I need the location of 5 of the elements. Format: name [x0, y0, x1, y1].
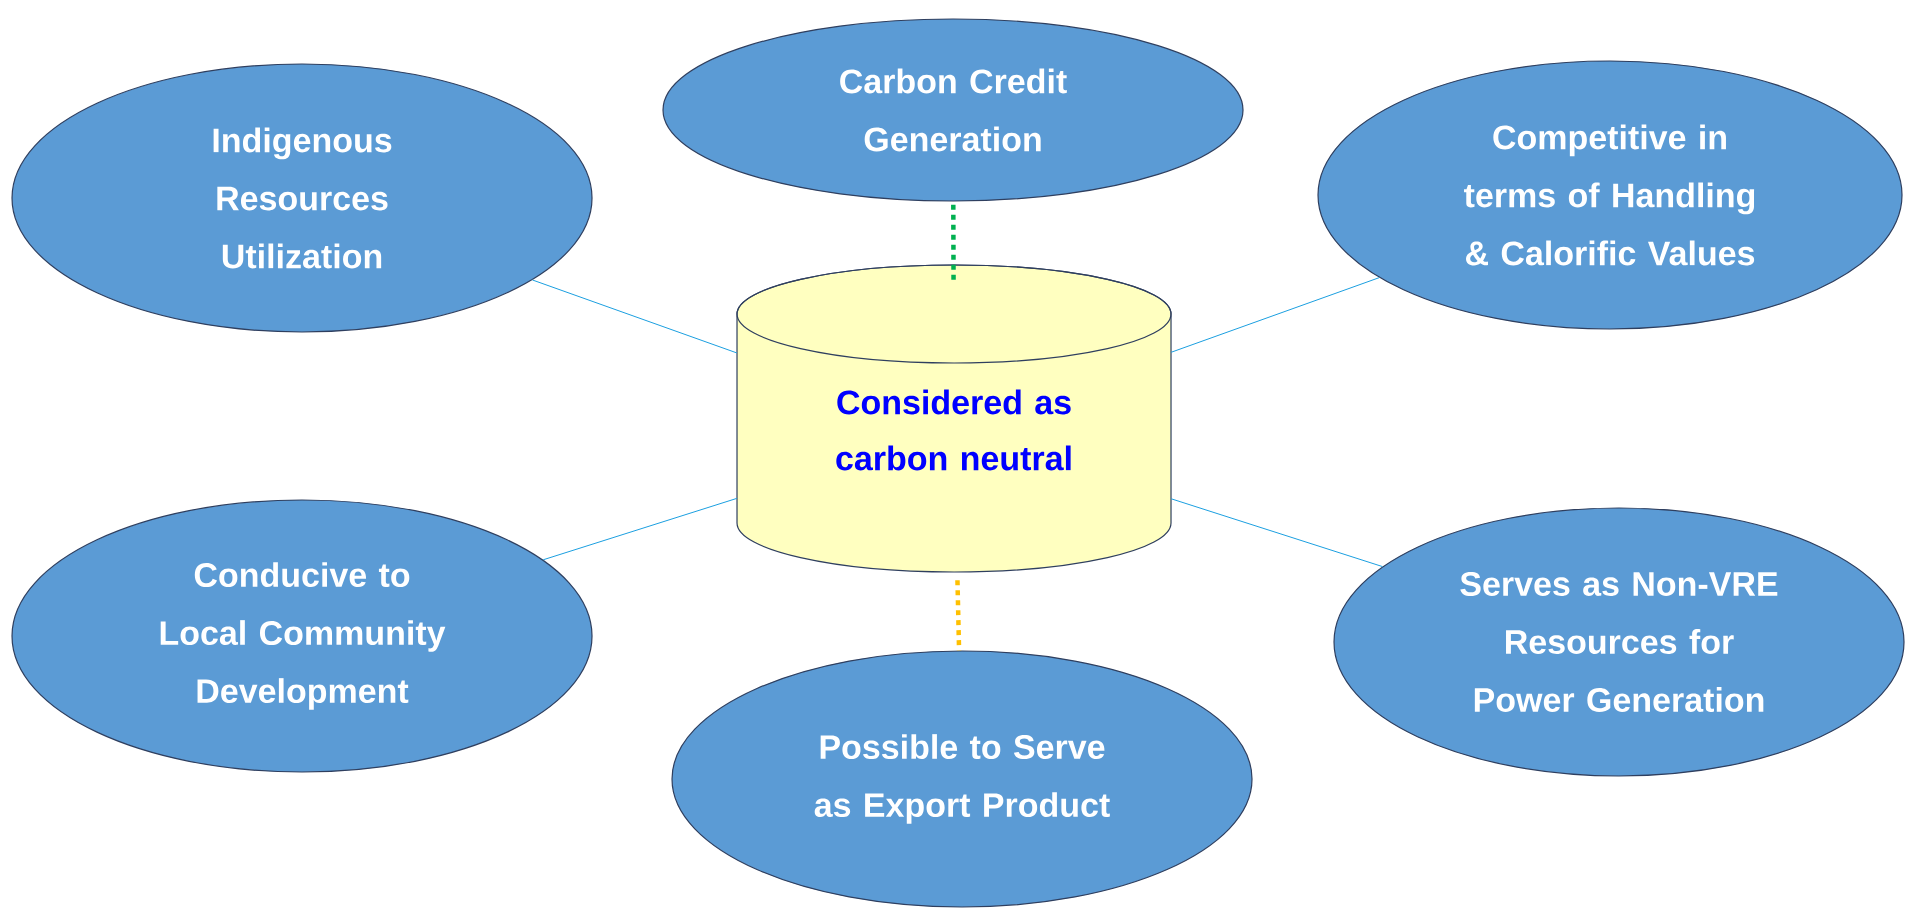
connector	[1170, 498, 1383, 568]
connector	[542, 497, 738, 561]
connector	[531, 279, 738, 354]
cylinder: Considered as carbon neutral	[736, 264, 1172, 573]
connector	[1170, 277, 1380, 353]
